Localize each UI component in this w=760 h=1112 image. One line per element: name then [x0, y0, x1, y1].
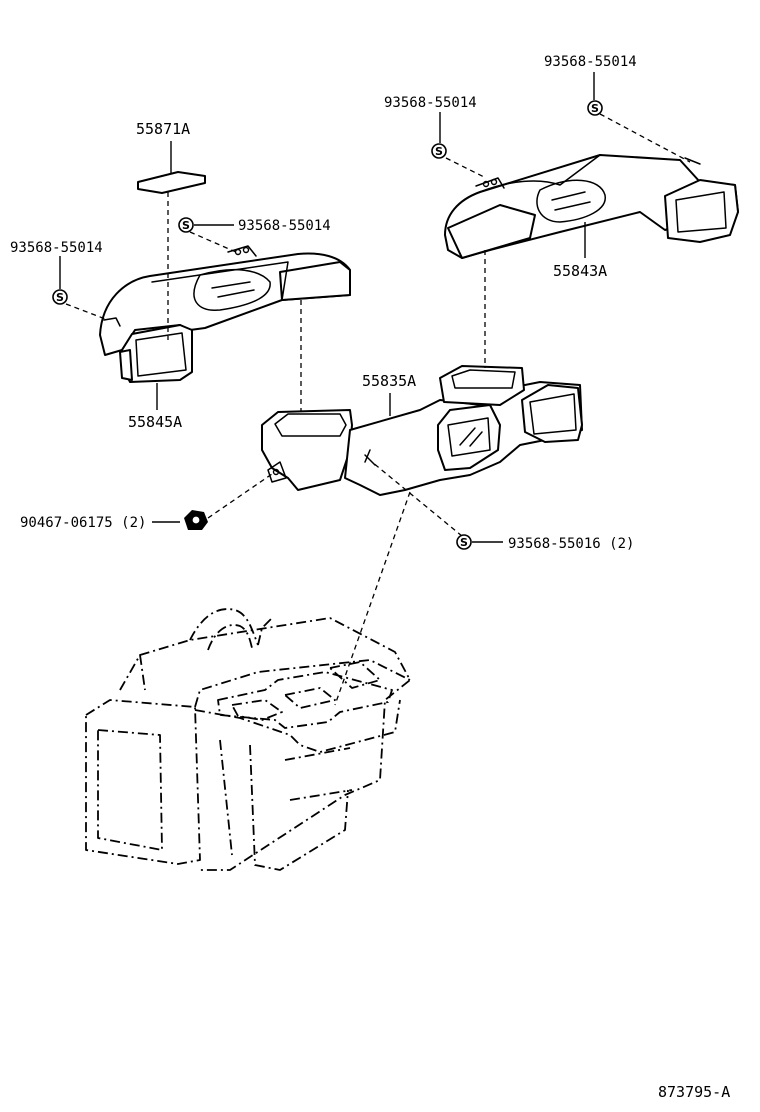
- svg-text:S: S: [460, 536, 468, 549]
- pad-55871a-drawing: [137, 171, 206, 194]
- label-bolt: 90467-06175 (2): [20, 515, 146, 531]
- svg-text:S: S: [591, 102, 599, 115]
- svg-text:S: S: [182, 219, 190, 232]
- leader-lines: [59, 72, 691, 706]
- bolt-icon: [184, 510, 208, 530]
- drawing-id: 873795-A: [658, 1083, 730, 1101]
- svg-text:S: S: [435, 145, 443, 158]
- label-screw-left-mid: 93568-55014: [238, 218, 331, 234]
- screw-symbol-icon: S: [456, 534, 472, 550]
- label-duct-center: 55835A: [362, 372, 416, 390]
- screw-symbol-icon: S: [587, 100, 603, 116]
- duct-55843a-drawing: [444, 154, 739, 259]
- heater-unit-outline: [85, 608, 411, 871]
- label-screw-right-top: 93568-55014: [544, 54, 637, 70]
- svg-text:S: S: [56, 291, 64, 304]
- label-screw-left-far: 93568-55014: [10, 240, 103, 256]
- label-duct-right: 55843A: [553, 262, 607, 280]
- screw-symbol-icon: S: [178, 217, 194, 233]
- label-screw-center: 93568-55016 (2): [508, 536, 634, 552]
- label-screw-right-mid: 93568-55014: [384, 95, 477, 111]
- duct-55835a-drawing: [261, 365, 583, 496]
- duct-55845a-drawing: [99, 245, 351, 383]
- label-duct-left: 55845A: [128, 413, 182, 431]
- screw-symbol-icon: S: [431, 143, 447, 159]
- screw-symbol-icon: S: [52, 289, 68, 305]
- label-pad: 55871A: [136, 120, 190, 138]
